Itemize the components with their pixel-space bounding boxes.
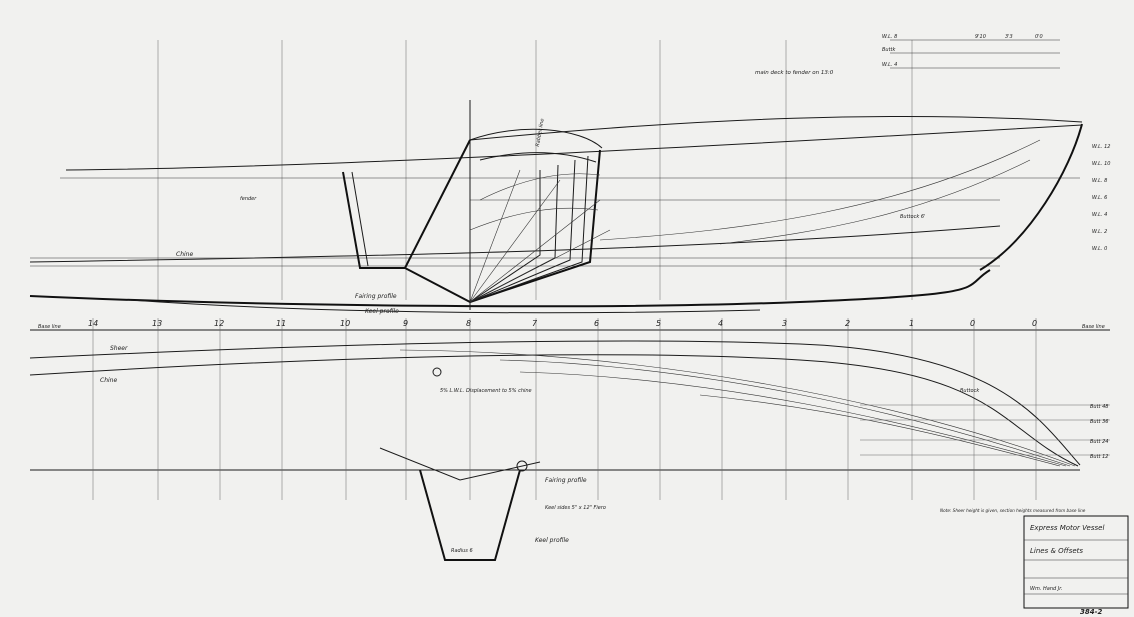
label-keel-profile-2: Keel profile — [535, 537, 569, 544]
svg-text:7: 7 — [532, 319, 538, 328]
transom — [342, 171, 405, 269]
offset-table-header — [890, 39, 1060, 69]
title-project: Express Motor Vessel — [1030, 524, 1104, 532]
svg-text:W.L. 4: W.L. 4 — [1092, 212, 1107, 218]
title-number: 384-2 — [1080, 608, 1103, 616]
svg-text:5: 5 — [656, 319, 661, 328]
waterline-1 — [399, 349, 1076, 467]
svg-text:11: 11 — [276, 319, 286, 328]
sheer-half-breadth — [29, 340, 1081, 466]
svg-text:W.L. 6: W.L. 6 — [1092, 195, 1107, 201]
svg-text:8: 8 — [466, 319, 471, 328]
label-fender: fender — [240, 196, 257, 202]
label-fairing-profile-2: Fairing profile — [545, 477, 587, 484]
svg-text:0: 0 — [970, 319, 975, 328]
title-drawing: Lines & Offsets — [1030, 547, 1083, 555]
svg-text:2: 2 — [845, 319, 850, 328]
buttock-lines — [860, 404, 1110, 456]
svg-text:W.L. 10: W.L. 10 — [1092, 161, 1110, 167]
station-numbers: 14 13 12 11 10 9 8 7 6 5 4 3 2 1 0 0 — [88, 319, 1037, 328]
svg-text:3: 3 — [782, 319, 787, 328]
profile-view — [29, 40, 1083, 314]
svg-text:0: 0 — [1032, 319, 1037, 328]
svg-text:14: 14 — [88, 319, 98, 328]
offset-header-rows: W.L. 8 Buttk W.L. 4 9'10 3'3 0'0 — [882, 34, 1043, 68]
svg-text:3'3: 3'3 — [1005, 34, 1013, 40]
fairing-profile — [129, 299, 761, 314]
svg-text:Butt 12: Butt 12 — [1090, 454, 1108, 460]
waterline-labels: W.L. 12 W.L. 10 W.L. 8 W.L. 6 W.L. 4 W.L… — [1092, 144, 1110, 252]
label-radius: Radius 6 — [451, 548, 473, 554]
label-fairing-profile: Fairing profile — [355, 293, 397, 300]
annotation-text: main deck to fender on 13:0 Sheer Chine … — [38, 34, 1110, 616]
svg-text:W.L. 8: W.L. 8 — [882, 34, 897, 40]
profile-waterlines — [30, 177, 1080, 267]
station-grid — [157, 40, 913, 300]
waterline-3 — [519, 371, 1067, 467]
svg-text:W.L. 12: W.L. 12 — [1092, 144, 1110, 150]
svg-text:W.L. 0: W.L. 0 — [1092, 246, 1107, 252]
buttock-labels: Butt 48 Butt 36 Butt 24 Butt 12 — [1090, 404, 1108, 460]
title-designer: Wm. Hand Jr. — [1030, 586, 1062, 592]
label-chine: Chine — [100, 377, 117, 384]
label-keel-sides: Keel sides 5" x 12" Fiero — [545, 505, 606, 511]
svg-text:13: 13 — [152, 319, 162, 328]
label-rabbet: Rabbet line — [535, 118, 546, 147]
main-deck-note: main deck to fender on 13:0 — [755, 70, 834, 76]
station-ticks — [92, 318, 1037, 500]
svg-text:Butt 24: Butt 24 — [1090, 439, 1108, 445]
half-breadth-view — [29, 318, 1110, 561]
label-sheer: Sheer — [110, 345, 128, 352]
svg-text:9'10: 9'10 — [975, 34, 986, 40]
keel-profile — [29, 269, 991, 308]
chine-half-breadth — [29, 354, 1079, 467]
svg-text:10: 10 — [340, 319, 350, 328]
label-chine-profile: Chine — [176, 251, 193, 258]
title-block — [1023, 515, 1129, 609]
svg-text:Buttk: Buttk — [882, 47, 897, 53]
svg-text:0'0: 0'0 — [1035, 34, 1043, 40]
svg-text:4: 4 — [718, 319, 723, 328]
svg-text:W.L. 8: W.L. 8 — [1092, 178, 1107, 184]
label-keel-profile: Keel profile — [365, 308, 399, 315]
stem-profile — [979, 123, 1083, 271]
waterline-2 — [499, 359, 1071, 467]
svg-text:6: 6 — [594, 319, 599, 328]
waterline-4 — [699, 394, 1061, 467]
svg-text:Butt 48: Butt 48 — [1090, 404, 1108, 410]
label-base-line-right: Base line — [1082, 324, 1105, 330]
svg-text:12: 12 — [214, 319, 224, 328]
svg-text:Butt 36: Butt 36 — [1090, 419, 1108, 425]
svg-text:W.L. 2: W.L. 2 — [1092, 229, 1107, 235]
label-base-line: Base line — [38, 324, 61, 330]
svg-text:1: 1 — [909, 319, 914, 328]
body-plan — [403, 100, 611, 310]
chine-line — [29, 225, 1001, 263]
svg-text:9: 9 — [403, 319, 408, 328]
label-buttock-6: Buttock 6' — [900, 214, 925, 220]
label-displacement: 5% L.W.L. Displacement to 5% chine — [440, 388, 532, 394]
label-buttock: Buttock — [960, 388, 980, 394]
keel-section — [419, 469, 521, 561]
title-note: Note: Sheer height is given, section hei… — [940, 508, 1086, 513]
svg-text:W.L. 4: W.L. 4 — [882, 62, 897, 68]
